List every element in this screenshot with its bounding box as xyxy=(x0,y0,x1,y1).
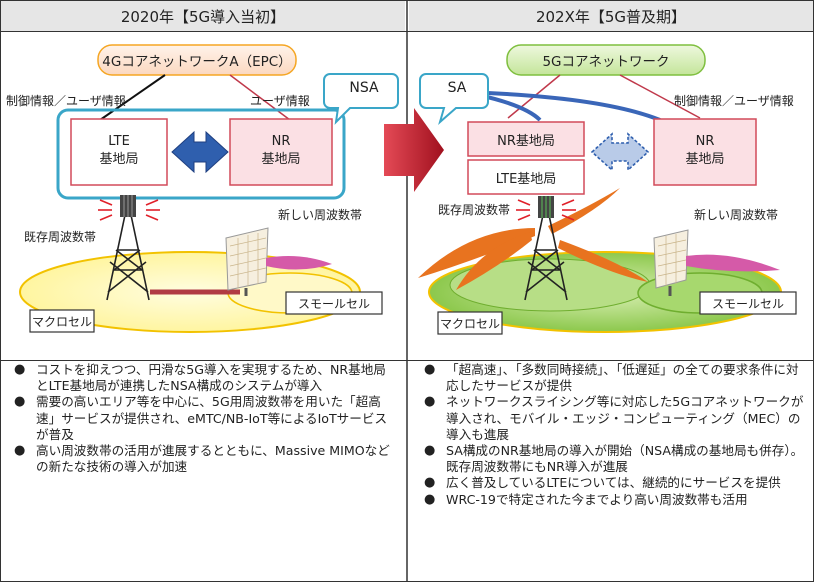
right-nr-station-label: NR 基地局 xyxy=(685,134,725,167)
left-bullet-list: コストを抑えつつ、円滑な5G導入を実現するため、NR基地局とLTE基地局が連携し… xyxy=(6,362,396,475)
nsa-callout xyxy=(323,73,399,125)
right-small-cell-label: スモールセル xyxy=(711,297,784,311)
lte-nr-link-arrow xyxy=(171,130,229,174)
left-bullet-item: 需要の高いエリア等を中心に、5G用周波数帯を用いた「超高速」サービスが提供され、… xyxy=(6,394,396,443)
nsa-label: NSA xyxy=(349,80,379,96)
left-macro-tower xyxy=(106,214,150,301)
right-pink-beam xyxy=(686,254,780,272)
right-core-network-label: 5Gコアネットワーク xyxy=(542,54,670,70)
right-lte-station-stacked-label: LTE基地局 xyxy=(495,172,557,187)
right-bullet-item: 「超高速」、「多数同時接続」、「低遅延」の全ての要求条件に対応したサービスが提供 xyxy=(416,362,806,394)
right-bullet-item: SA構成のNR基地局の導入が開始（NSA構成の基地局も併存）。既存周波数帯にもN… xyxy=(416,443,806,475)
right-macro-cell-label: マクロセル xyxy=(439,317,500,331)
right-bullet-item: WRC-19で特定された今までより高い周波数帯も活用 xyxy=(416,492,806,508)
left-lte-station-label: LTE 基地局 xyxy=(99,134,139,167)
right-nr-station-stacked-label: NR基地局 xyxy=(497,134,555,149)
right-lte-station-stacked-box xyxy=(467,159,585,195)
left-nr-station-label: NR 基地局 xyxy=(261,134,301,167)
sa-label: SA xyxy=(447,80,467,96)
left-nr-station-box xyxy=(229,118,333,186)
left-lte-station-box xyxy=(70,118,168,186)
right-ctrl-user-info-label: 制御情報／ユーザ情報 xyxy=(674,94,794,108)
left-small-cell-label: スモールセル xyxy=(297,297,370,311)
left-nsa-container xyxy=(56,108,346,200)
right-bullet-item: ネットワークスライシング等に対応した5Gコアネットワークが導入され、モバイル・エ… xyxy=(416,394,806,443)
right-nr-station-box xyxy=(653,118,757,186)
right-macro-label-box xyxy=(437,311,503,335)
right-bullet-item: 広く普及しているLTEについては、継続的にサービスを提供 xyxy=(416,475,806,491)
sa-callout xyxy=(419,73,489,125)
left-macro-label-box xyxy=(29,309,95,333)
right-existing-band-label: 既存周波数帯 xyxy=(438,203,511,217)
left-existing-band-label: 既存周波数帯 xyxy=(24,230,97,244)
right-macro-tower xyxy=(524,214,568,301)
right-core-network-box xyxy=(506,44,706,76)
left-macro-cell-label: マクロセル xyxy=(31,315,92,329)
left-bullet-item: コストを抑えつつ、円滑な5G導入を実現するため、NR基地局とLTE基地局が連携し… xyxy=(6,362,396,394)
right-small-label-box xyxy=(699,291,797,315)
right-nr-station-stacked-box xyxy=(467,121,585,157)
right-nr-link-arrow xyxy=(590,132,650,172)
left-small-label-box xyxy=(285,291,383,315)
right-small-cell-panel xyxy=(653,229,689,289)
left-panel-header: 2020年【5G導入当初】 xyxy=(1,1,405,31)
left-pink-beam xyxy=(266,256,332,270)
right-panel-header: 202X年【5G普及期】 xyxy=(409,1,813,31)
transition-arrow xyxy=(384,108,444,192)
left-new-band-label: 新しい周波数帯 xyxy=(278,208,363,222)
left-ctrl-user-info-label: 制御情報／ユーザ情報 xyxy=(6,94,126,108)
left-user-info-label: ユーザ情報 xyxy=(250,94,310,108)
right-orange-beams xyxy=(418,188,648,290)
right-new-band-label: 新しい周波数帯 xyxy=(694,208,779,222)
left-core-network-label: 4GコアネットワークA（EPC） xyxy=(102,54,292,70)
left-core-network-box xyxy=(97,44,297,76)
left-bullet-item: 高い周波数帯の活用が進展するとともに、Massive MIMOなどの新たな技術の… xyxy=(6,443,396,475)
right-emission-marks xyxy=(516,199,576,221)
left-emission-marks xyxy=(98,199,160,221)
right-bullet-list: 「超高速」、「多数同時接続」、「低遅延」の全ての要求条件に対応したサービスが提供… xyxy=(416,362,806,508)
